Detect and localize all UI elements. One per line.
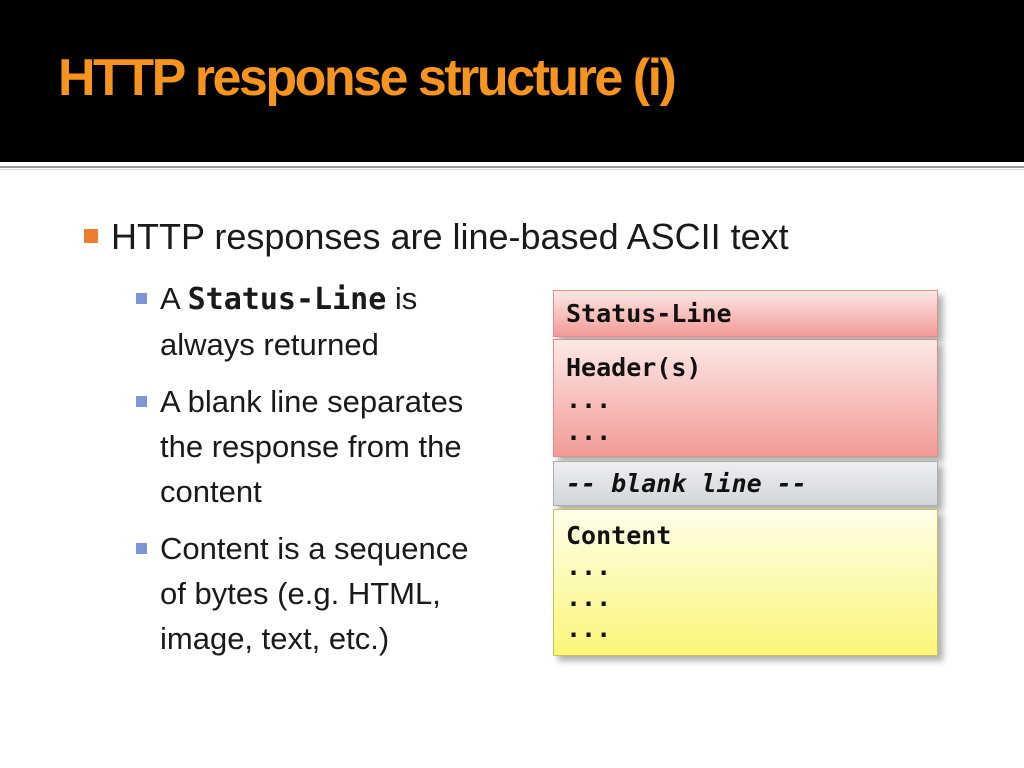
sub-bullet-content-text: Content is a sequence of bytes (e.g. HTM… bbox=[160, 531, 469, 656]
bullet-square-icon bbox=[84, 229, 98, 243]
bullet-main-text: HTTP responses are line-based ASCII text bbox=[111, 216, 789, 257]
sub-bullet-status-line: A Status-Line is always returned bbox=[136, 276, 469, 367]
sub-bullet-blank-line: A blank line separates the response from… bbox=[136, 379, 469, 514]
status-line-code: Status-Line bbox=[187, 282, 387, 317]
title-separator-line-light bbox=[0, 169, 1024, 170]
status-text-prefix: A bbox=[160, 281, 188, 316]
sub-bullet-content: Content is a sequence of bytes (e.g. HTM… bbox=[136, 526, 469, 661]
status-text-suffix: is always returned bbox=[160, 281, 418, 362]
sub-bullet-square-icon bbox=[136, 396, 147, 407]
bullet-main: HTTP responses are line-based ASCII text bbox=[84, 214, 789, 259]
diagram-headers-box: Header(s) ... ... bbox=[553, 339, 938, 457]
diagram-status-line-box: Status-Line bbox=[553, 290, 938, 337]
sub-bullet-square-icon bbox=[136, 543, 147, 554]
title-band: HTTP response structure (i) bbox=[0, 0, 1024, 162]
sub-bullet-square-icon bbox=[136, 293, 147, 304]
diagram-blank-line-box: -- blank line -- bbox=[553, 461, 938, 506]
response-structure-diagram: Status-Line Header(s) ... ... -- blank l… bbox=[553, 290, 938, 656]
title-separator-line bbox=[0, 166, 1024, 168]
sub-bullet-status-text: A Status-Line is always returned bbox=[160, 276, 417, 367]
slide-title: HTTP response structure (i) bbox=[58, 49, 677, 107]
sub-bullet-list: A Status-Line is always returned A blank… bbox=[136, 276, 469, 673]
diagram-content-box: Content ... ... ... bbox=[553, 509, 938, 656]
sub-bullet-blank-text: A blank line separates the response from… bbox=[160, 384, 464, 509]
